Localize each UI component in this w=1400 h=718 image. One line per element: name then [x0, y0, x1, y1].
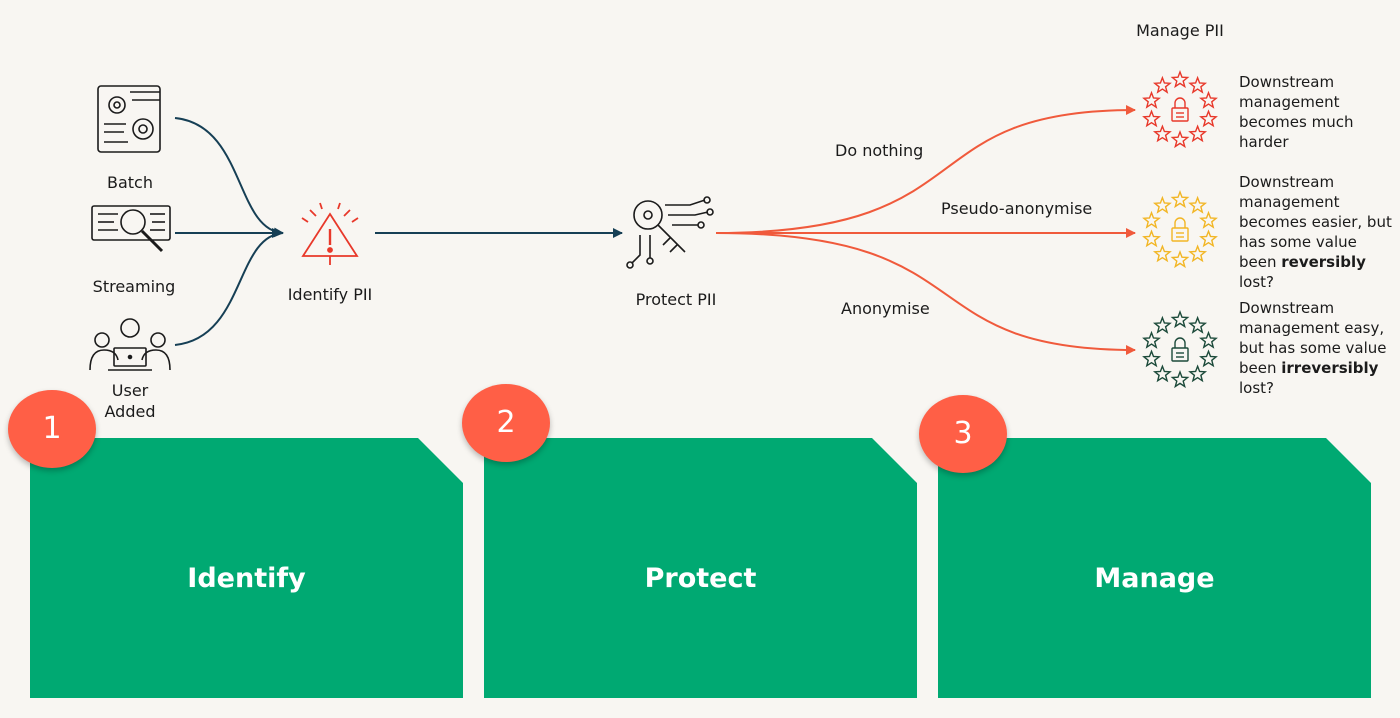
batch-connector — [174, 117, 284, 238]
red-star-icon — [1152, 75, 1172, 94]
step-number-badge: 2 — [462, 384, 550, 462]
identify-pii-label: Identify PII — [287, 285, 373, 304]
red-stars-lock-icon — [1171, 97, 1189, 122]
green-star-icon — [1188, 364, 1208, 383]
green-star-icon — [1152, 315, 1172, 334]
step-title: Manage — [1094, 563, 1215, 594]
yellow-star-icon — [1188, 195, 1208, 214]
pseudo-anonymise-label: Pseudo-anonymise — [941, 199, 1093, 218]
anonymise-arrow — [715, 232, 1136, 355]
yellow-star-icon — [1188, 244, 1208, 263]
anonymise-description: Downstream management easy, but has some… — [1239, 299, 1387, 397]
red-star-icon — [1170, 130, 1190, 149]
step-title: Protect — [644, 563, 757, 594]
yellow-star-icon — [1142, 210, 1161, 229]
anonymise-label: Anonymise — [841, 299, 930, 318]
red-star-icon — [1142, 90, 1161, 109]
step-card-manage: Manage — [938, 438, 1371, 698]
step-card-protect: Protect — [484, 438, 917, 698]
streaming-label: Streaming — [92, 277, 176, 296]
do-nothing-description: Downstream management becomes much harde… — [1239, 73, 1354, 151]
step-title: Identify — [187, 563, 306, 594]
user-added-label-line2: Added — [104, 402, 156, 421]
green-star-icon — [1170, 370, 1190, 389]
green-stars-lock-icon — [1171, 337, 1189, 362]
manage-pii-heading: Manage PII — [1136, 21, 1224, 40]
red-star-icon — [1152, 124, 1172, 143]
yellow-star-icon — [1170, 190, 1190, 209]
yellow-star-icon — [1199, 229, 1218, 248]
green-star-icon — [1142, 349, 1161, 368]
green-star-icon — [1199, 330, 1218, 349]
red-star-icon — [1199, 90, 1218, 109]
reversibly-emphasis: reversibly — [1281, 253, 1366, 271]
users-laptop-icon — [89, 318, 171, 371]
user-added-label-line1: User — [111, 381, 149, 400]
magnifier-icon — [91, 205, 171, 253]
yellow-star-icon — [1142, 229, 1161, 248]
pseudo-anonymise-description: Downstream management becomes easier, bu… — [1239, 173, 1392, 291]
do-nothing-label: Do nothing — [835, 141, 924, 160]
step-number-badge: 3 — [919, 395, 1007, 473]
protect-pii-label: Protect PII — [635, 290, 717, 309]
green-star-icon — [1199, 349, 1218, 368]
user-added-connector — [174, 232, 284, 346]
warning-icon — [301, 202, 359, 265]
yellow-star-icon — [1170, 250, 1190, 269]
gears-icon — [97, 85, 161, 153]
batch-label: Batch — [107, 173, 153, 192]
green-star-icon — [1142, 330, 1161, 349]
red-star-icon — [1170, 70, 1190, 89]
red-star-icon — [1199, 109, 1218, 128]
green-star-icon — [1170, 310, 1190, 329]
do-nothing-arrow — [715, 105, 1136, 234]
yellow-star-icon — [1199, 210, 1218, 229]
irreversibly-emphasis: irreversibly — [1281, 359, 1379, 377]
green-star-icon — [1188, 315, 1208, 334]
yellow-star-icon — [1152, 195, 1172, 214]
yellow-star-icon — [1152, 244, 1172, 263]
key-circuit-icon — [626, 196, 714, 269]
red-star-icon — [1188, 124, 1208, 143]
step-number-badge: 1 — [8, 390, 96, 468]
green-star-icon — [1152, 364, 1172, 383]
red-star-icon — [1142, 109, 1161, 128]
red-star-icon — [1188, 75, 1208, 94]
step-card-identify: Identify — [30, 438, 463, 698]
yellow-stars-lock-icon — [1171, 217, 1189, 242]
